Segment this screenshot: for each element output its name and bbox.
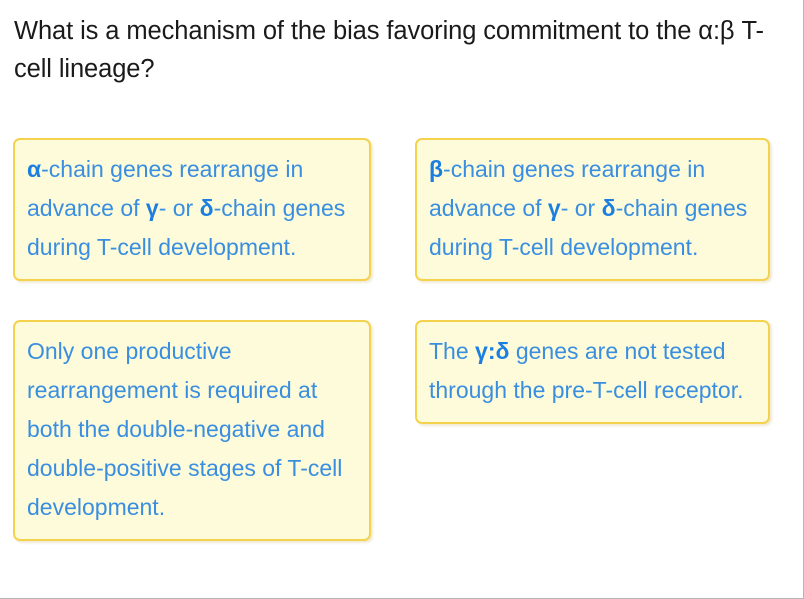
- answer-option-a-label: α-chain genes rearrange in advance of γ-…: [27, 156, 346, 260]
- answer-option-c-label: Only one productive rearrangement is req…: [27, 338, 343, 520]
- question-text: What is a mechanism of the bias favoring…: [14, 17, 764, 83]
- answer-option-d-label: The γ:δ genes are not tested through the…: [429, 338, 744, 403]
- answer-option-b[interactable]: β-chain genes rearrange in advance of γ-…: [415, 138, 770, 281]
- answer-option-d[interactable]: The γ:δ genes are not tested through the…: [415, 320, 770, 424]
- answer-option-b-label: β-chain genes rearrange in advance of γ-…: [429, 156, 748, 260]
- answer-option-a[interactable]: α-chain genes rearrange in advance of γ-…: [13, 138, 371, 281]
- answer-option-c[interactable]: Only one productive rearrangement is req…: [13, 320, 371, 541]
